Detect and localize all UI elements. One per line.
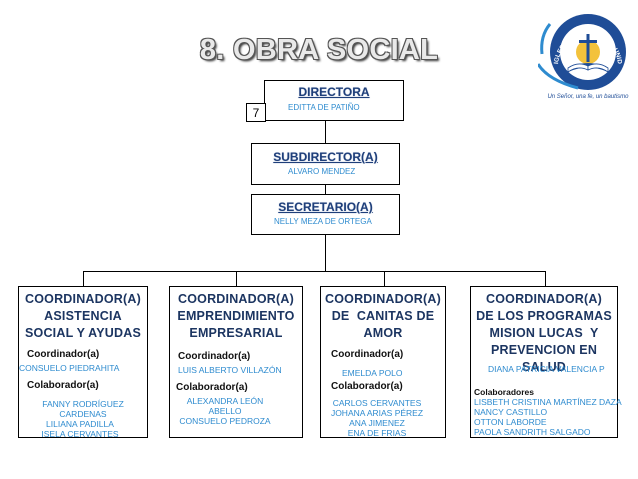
connector-col4 (545, 271, 546, 287)
collaborator-name: PAOLA SANDRITH SALGADO (474, 427, 591, 437)
page-number: 7 (252, 106, 260, 120)
collaborator-name: CARLOS CERVANTES (332, 398, 422, 408)
secretario-title: SECRETARIO(A) (278, 200, 373, 214)
collaborator-name: LISBETH CRISTINA MARTÍNEZ DAZA (474, 397, 622, 407)
coordinator-label: Coordinador(a) (27, 349, 100, 360)
column-emprendimiento: COORDINADOR(A) EMPRENDIMIENTO EMPRESARIA… (169, 286, 303, 438)
directora-title: DIRECTORA (298, 85, 370, 99)
collaborator-list: FANNY RODRÍGUEZ CARDENAS LILIANA PADILLA… (18, 399, 148, 439)
church-logo: IGLESIA PENTECOSTAL UNIDA DE COLOMBIA Un… (535, 1, 634, 108)
coordinator-label: Coordinador(a) (178, 351, 251, 362)
connector-col1 (83, 271, 84, 287)
directora-name: EDITTA DE PATIÑO (288, 103, 360, 112)
church-logo-icon: IGLESIA PENTECOSTAL UNIDA DE COLOMBIA Un… (535, 1, 629, 100)
coordinator-name: EMELDA POLO (342, 368, 403, 378)
collaborator-name: ALEXANDRA LEÓN ABELLO (186, 396, 264, 416)
column-mision-lucas: COORDINADOR(A) DE LOS PROGRAMAS MISION L… (470, 286, 618, 438)
collaborator-name: ENA DE FRIAS (347, 428, 407, 438)
connector-dir-sub (325, 120, 326, 144)
collaborator-label: Colaborador(a) (176, 382, 248, 393)
collaborator-list: LISBETH CRISTINA MARTÍNEZ DAZA NANCY CAS… (474, 397, 622, 437)
subdirector-box: SUBDIRECTOR(A) ALVARO MENDEZ (251, 143, 400, 185)
collaborator-name: NANCY CASTILLO (474, 407, 548, 417)
column-heading: COORDINADOR(A) DE CANITAS DE AMOR (325, 292, 441, 340)
connector-col2 (236, 271, 237, 287)
subdirector-name: ALVARO MENDEZ (288, 167, 356, 176)
connector-sec-bus (325, 234, 326, 271)
page-number-badge: 7 (246, 103, 266, 122)
column-canitas-de-amor: COORDINADOR(A) DE CANITAS DE AMOR (320, 286, 446, 438)
secretario-name: NELLY MEZA DE ORTEGA (274, 217, 372, 226)
connector-sub-sec (325, 184, 326, 194)
collaborator-list: CARLOS CERVANTES JOHANA ARIAS PÉREZ ANA … (322, 398, 432, 438)
coordinator-name: LUIS ALBERTO VILLAZÓN (178, 365, 282, 375)
coordinator-name: DIANA PATRICIA VALENCIA P (488, 364, 605, 374)
collaborator-list: ALEXANDRA LEÓN ABELLO CONSUELO PEDROZA (170, 396, 280, 426)
collaborator-name: CONSUELO PEDROZA (179, 416, 271, 426)
column-heading: COORDINADOR(A) ASISTENCIA SOCIAL Y AYUDA… (24, 292, 141, 340)
collaborator-name: FANNY RODRÍGUEZ CARDENAS (42, 399, 124, 419)
coordinator-name: CONSUELO PIEDRAHITA (19, 363, 120, 373)
collaborator-label: Colaboradores (474, 387, 534, 397)
directora-box: DIRECTORA EDITTA DE PATIÑO (264, 80, 404, 121)
subdirector-title: SUBDIRECTOR(A) (273, 150, 378, 164)
column-heading: COORDINADOR(A) EMPRENDIMIENTO EMPRESARIA… (177, 292, 295, 340)
column-heading: COORDINADOR(A) DE LOS PROGRAMAS MISION L… (476, 292, 612, 374)
collaborator-label: Colaborador(a) (27, 380, 99, 391)
collaborator-name: LILIANA PADILLA (46, 419, 114, 429)
secretario-box: SECRETARIO(A) NELLY MEZA DE ORTEGA (251, 194, 400, 235)
coordinator-label: Coordinador(a) (331, 349, 404, 360)
logo-tagline: Un Señor, una fe, un bautismo (547, 94, 629, 100)
page-title: 8. OBRA SOCIAL (199, 34, 439, 66)
collaborator-name: JOHANA ARIAS PÉREZ (330, 408, 424, 418)
collaborator-label: Colaborador(a) (331, 381, 403, 392)
connector-col3 (384, 271, 385, 287)
collaborator-name: ISELA CERVANTES (41, 429, 119, 439)
column-asistencia-social: COORDINADOR(A) ASISTENCIA SOCIAL Y AYUDA… (18, 286, 148, 438)
collaborator-name: ANA JIMENEZ (349, 418, 405, 428)
collaborator-name: OTTON LABORDE (474, 417, 547, 427)
connector-bus (83, 271, 545, 272)
